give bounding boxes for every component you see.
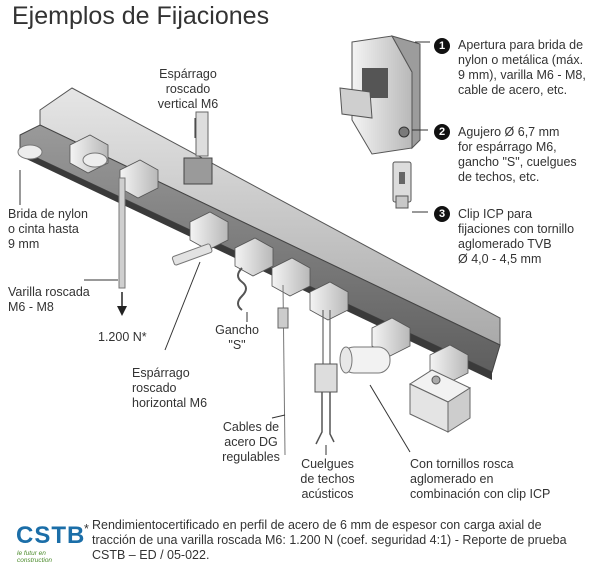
cstb-logo-tagline: le futur en construction: [17, 550, 53, 564]
junction-box: [408, 369, 472, 433]
label-s-hook: Gancho "S": [215, 323, 259, 352]
callout-3-marker: 3: [434, 206, 450, 222]
tube-fixing: [339, 346, 391, 374]
footnote-text: Rendimientocertificado en perfil de acer…: [92, 518, 567, 562]
steel-cable: [277, 284, 289, 456]
callout-1-text: Apertura para brida de nylon o metálica …: [458, 38, 586, 97]
clip-detail: [339, 35, 421, 155]
label-nylon-strap: Brida de nylon o cinta hasta 9 mm: [8, 207, 88, 251]
label-horizontal-stud: Espárrago roscado horizontal M6: [132, 366, 208, 410]
label-ceiling-hangers: Cuelgues de techos acústicos: [300, 457, 355, 501]
leader-lines: [19, 41, 430, 455]
label-steel-cables: Cables de acero DG regulables: [222, 420, 280, 464]
s-hook: [237, 267, 247, 311]
label-vertical-stud: Espárrago roscado vertical M6: [157, 67, 219, 111]
callout-2-marker: 2: [434, 124, 450, 140]
vertical-stud: [183, 111, 213, 185]
callout-3-text: Clip ICP para fijaciones con tornillo ag…: [458, 207, 575, 266]
label-load: 1.200 N*: [98, 330, 147, 344]
threaded-rod: [117, 177, 127, 316]
rail-clips: [69, 134, 469, 384]
footnote: * Rendimientocertificado en perfil de ac…: [84, 518, 582, 563]
footnote-marker: *: [84, 522, 89, 536]
label-threaded-rod: Varilla roscada M6 - M8: [8, 285, 90, 314]
callout-1-marker: 1: [434, 38, 450, 54]
icp-clip-detail: [392, 161, 412, 209]
ceiling-hanger: [314, 310, 338, 445]
horizontal-stud: [171, 243, 213, 266]
page-title: Ejemplos de Fijaciones: [12, 2, 270, 30]
cstb-logo-text: CSTB: [16, 522, 86, 549]
label-screw-fixing: Con tornillos rosca aglomerado en combin…: [410, 457, 551, 501]
rail-back-flange: [39, 87, 501, 346]
callout-2-text: Agujero Ø 6,7 mm for espárrago M6, ganch…: [458, 125, 577, 184]
nylon-strap: [17, 144, 108, 168]
cstb-logo: CSTB le futur en construction: [10, 522, 86, 564]
